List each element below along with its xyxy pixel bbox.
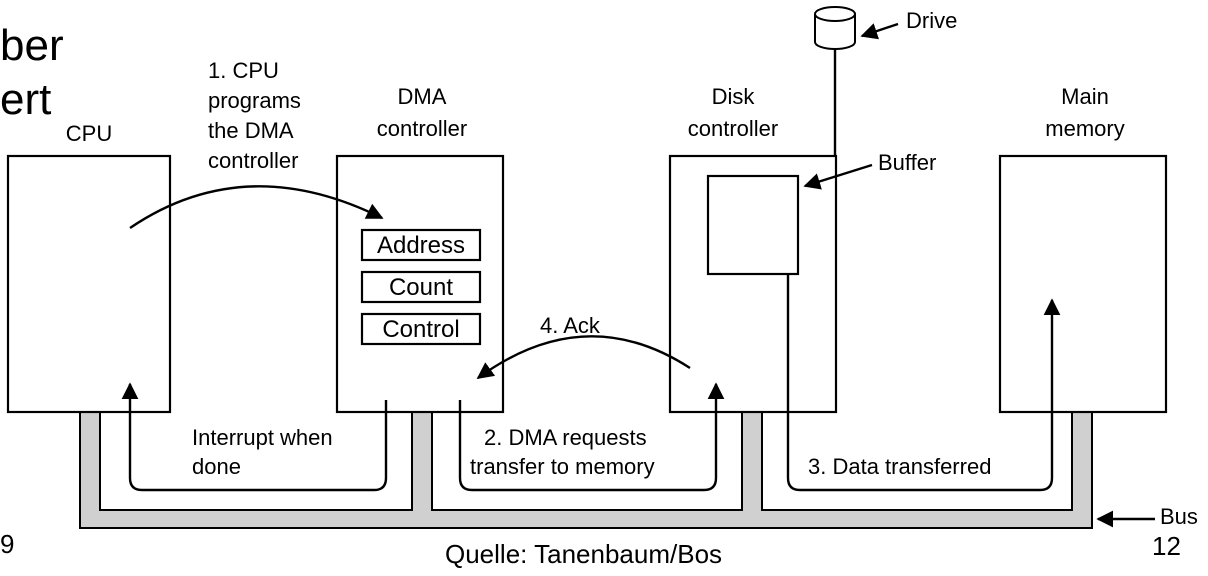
memory-label-line2: memory [1045, 116, 1124, 141]
step3-arrow [786, 274, 1061, 492]
dma-label-line1: DMA [398, 84, 447, 109]
source-caption: Quelle: Tanenbaum/Bos [445, 539, 722, 569]
left-page-fragment: 9 [0, 529, 14, 559]
interrupt-line2: done [192, 454, 241, 479]
register-control-label: Control [382, 316, 459, 343]
step3-label: 3. Data transferred [808, 454, 991, 479]
drive-icon [814, 6, 856, 50]
interrupt-arrow [121, 382, 388, 492]
register-address-label: Address [377, 232, 465, 259]
step4-label: 4. Ack [540, 313, 601, 338]
step2-arrow [458, 382, 725, 492]
dma-label-line2: controller [377, 116, 467, 141]
step1-line2: programs [208, 88, 301, 113]
register-count-label: Count [389, 274, 453, 301]
buffer-box [706, 174, 800, 276]
drive-label: Drive [906, 8, 957, 33]
step1-line1: 1. CPU [208, 58, 279, 83]
slide-title-fragment-2: ert [0, 75, 51, 124]
step2-line1: 2. DMA requests [484, 425, 647, 450]
memory-label-line1: Main [1061, 84, 1109, 109]
step1-arrow [129, 185, 384, 229]
page-number: 12 [1152, 531, 1181, 561]
address-register [360, 228, 482, 262]
step1-line3: the DMA [208, 118, 294, 143]
step1-line4: controller [208, 148, 298, 173]
drive-pointer [860, 22, 899, 40]
slide-title-fragment-1: ber [0, 21, 64, 70]
control-register [360, 312, 482, 346]
cpu-box [6, 154, 172, 414]
buffer-label: Buffer [878, 150, 936, 175]
buffer-pointer [803, 163, 873, 190]
disk-label-line2: controller [688, 116, 778, 141]
cpu-label: CPU [66, 121, 112, 146]
interrupt-line1: Interrupt when [192, 425, 333, 450]
bus-label: Bus [1160, 504, 1198, 529]
count-register [360, 270, 482, 304]
step4-arrow [476, 335, 691, 379]
disk-label-line1: Disk [712, 84, 756, 109]
main-memory-box [998, 154, 1168, 414]
step2-line2: transfer to memory [470, 454, 655, 479]
